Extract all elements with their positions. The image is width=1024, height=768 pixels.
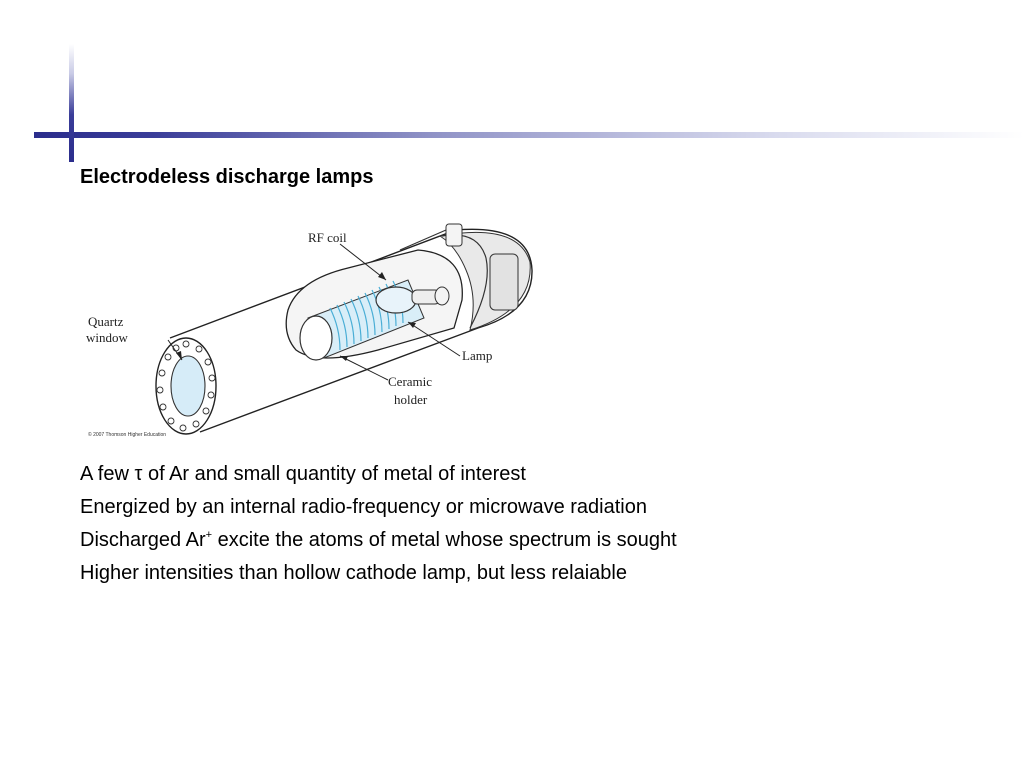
bullet-item: Energized by an internal radio-frequency… xyxy=(80,491,677,524)
lamp-leader xyxy=(407,321,461,357)
leader-arrowheads xyxy=(176,272,416,361)
top-rod xyxy=(399,229,447,251)
holder-front-ring xyxy=(299,315,333,361)
bullet-item: A few τ of Ar and small quantity of meta… xyxy=(80,458,677,491)
bullet-text: Energized by an internal radio-frequency… xyxy=(80,496,647,518)
copyright-notice: © 2007 Thomson Higher Education xyxy=(88,431,166,438)
lamp-diagram-svg: RF coil Quartz window Lamp Ceramic holde… xyxy=(86,223,533,438)
bullet-text: Higher intensities than hollow cathode l… xyxy=(80,562,627,584)
quartz-window-label-line1: Quartz xyxy=(88,314,124,329)
rear-connector-block xyxy=(489,253,519,311)
rf-coil-leader xyxy=(339,243,387,281)
lamp-diagram: RF coil Quartz window Lamp Ceramic holde… xyxy=(78,210,548,444)
bullet-list: A few τ of Ar and small quantity of meta… xyxy=(80,458,677,590)
accent-vertical-bar xyxy=(69,44,74,162)
bullet-text: excite the atoms of metal whose spectrum… xyxy=(212,529,677,551)
bullet-text: Discharged Ar xyxy=(80,529,206,551)
lamp-bulb xyxy=(375,286,417,314)
ceramic-holder-label-line2: holder xyxy=(394,392,428,407)
quartz-window-label-line2: window xyxy=(86,330,129,345)
accent-horizontal-bar xyxy=(34,132,1024,138)
slide-title: Electrodeless discharge lamps xyxy=(80,166,374,188)
quartz-window xyxy=(170,355,206,417)
lamp-cap xyxy=(434,286,450,306)
top-fitting xyxy=(445,223,463,247)
bullet-text: A few xyxy=(80,463,135,485)
lamp-label: Lamp xyxy=(462,348,492,363)
ceramic-leader xyxy=(339,355,389,381)
rf-coil-label: RF coil xyxy=(308,230,347,245)
ceramic-holder-label-line1: Ceramic xyxy=(388,374,432,389)
bullet-item: Higher intensities than hollow cathode l… xyxy=(80,557,677,590)
superscript-plus: + xyxy=(205,529,213,541)
tau-symbol: τ xyxy=(134,463,143,485)
bullet-text: of Ar and small quantity of metal of int… xyxy=(142,463,526,485)
bullet-item: Discharged Ar+ excite the atoms of metal… xyxy=(80,524,677,557)
